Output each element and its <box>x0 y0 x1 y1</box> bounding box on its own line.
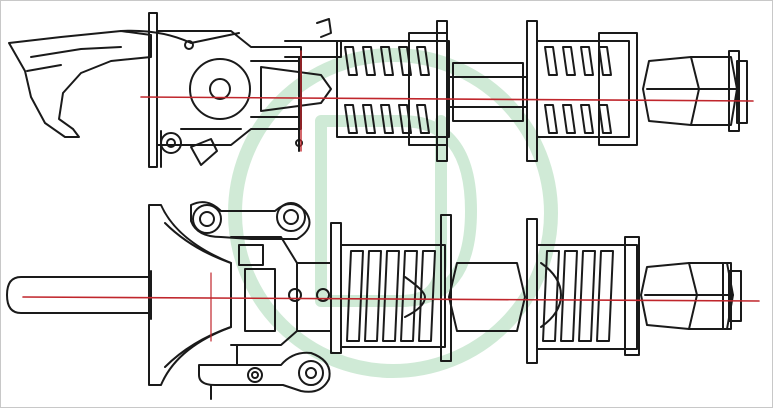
lower-nuts <box>640 262 742 330</box>
watermark-logo <box>228 48 558 378</box>
lower-top-link <box>190 201 311 240</box>
upper-nuts <box>642 50 748 132</box>
lower-head <box>148 204 232 386</box>
upper-spring-2 <box>544 46 612 134</box>
upper-small-wheel <box>160 132 182 154</box>
lower-spring-1 <box>346 250 436 342</box>
lower-middle-block <box>448 262 526 332</box>
upper-head-plate <box>148 12 158 168</box>
upper-knuckle <box>8 30 152 138</box>
lower-spring-2 <box>542 250 614 342</box>
upper-spring-1 <box>344 46 430 134</box>
lower-centerline <box>22 296 760 302</box>
upper-pivot <box>189 58 251 120</box>
upper-housing-left <box>336 40 450 138</box>
lower-bottom-link <box>198 351 331 393</box>
upper-view <box>8 12 754 168</box>
upper-handle-wire <box>120 29 240 44</box>
upper-draft-rod <box>452 62 524 122</box>
lower-housing-left <box>340 244 446 348</box>
upper-centerline <box>140 96 754 102</box>
lower-housing-right <box>536 244 638 350</box>
lower-shank <box>6 276 152 314</box>
lower-view <box>6 201 760 400</box>
upper-housing-right <box>536 40 630 138</box>
